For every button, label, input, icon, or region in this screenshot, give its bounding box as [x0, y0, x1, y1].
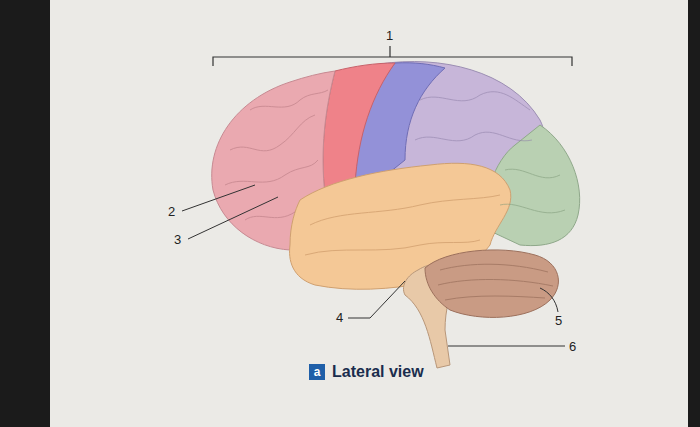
gyri-texture — [225, 90, 565, 300]
figure-caption: Lateral view — [332, 364, 424, 380]
page-panel — [50, 0, 688, 427]
callout-number: 5 — [555, 314, 562, 327]
leader-lines — [182, 185, 565, 346]
callout-number: 2 — [168, 205, 175, 218]
cerebellum — [425, 250, 558, 318]
panel-letter-badge: a — [309, 364, 325, 380]
callout-number: 1 — [386, 29, 393, 42]
callout-number: 3 — [174, 233, 181, 246]
callout-number: 4 — [336, 311, 343, 324]
callout-number: 6 — [569, 340, 576, 353]
panel-letter: a — [314, 366, 321, 378]
